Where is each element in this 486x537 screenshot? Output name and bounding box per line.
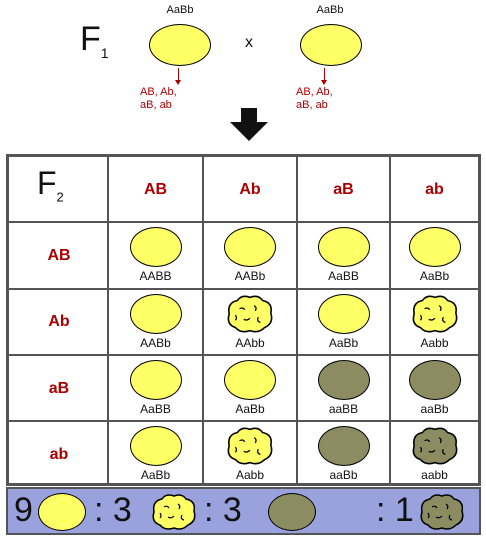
- grid-divider-v3: [296, 157, 298, 483]
- f1-subscript: 1: [100, 44, 109, 61]
- genotype-label: AAbb: [235, 336, 265, 350]
- pea-yellow-wrinkled: [227, 427, 273, 465]
- genotype-label: aaBB: [328, 402, 359, 416]
- gametes-right: AB, Ab, aB, ab: [296, 86, 376, 112]
- pea-yellow-round: [224, 227, 276, 267]
- col-header-4: ab: [425, 181, 444, 198]
- genotype-label: AaBb: [235, 402, 265, 416]
- gamete-arrow-left-head: [175, 80, 181, 85]
- genotype-label: AaBB: [140, 402, 171, 416]
- grid-divider-h3: [9, 354, 478, 356]
- col-header-2: Ab: [239, 181, 261, 198]
- f2-letter: F: [37, 165, 57, 201]
- gametes-left-line2: aB, ab: [140, 99, 172, 111]
- genotype-label: aaBb: [329, 468, 358, 482]
- pea-green-round: [317, 426, 370, 466]
- pea-yellow-round: [317, 294, 370, 334]
- row-header-4: ab: [49, 446, 69, 463]
- col-header-3: aB: [333, 181, 354, 198]
- grid-divider-v1: [107, 157, 109, 483]
- grid-divider-h2: [9, 288, 478, 290]
- parent-right-genotype: AaBb: [316, 4, 344, 16]
- gamete-arrow-right: [324, 68, 325, 82]
- genotype-label: AaBb: [328, 336, 359, 350]
- f2-subscript: 2: [56, 189, 64, 205]
- pea-yellow-round: [317, 227, 370, 267]
- gametes-left-line1: AB, Ab,: [140, 86, 177, 98]
- pea-yellow-wrinkled: [227, 295, 273, 333]
- genotype-label: AABb: [140, 336, 171, 350]
- genotype-label: AABB: [139, 269, 172, 283]
- genotype-label: AaBB: [328, 269, 359, 283]
- genotype-label: aaBb: [420, 402, 449, 416]
- genotype-label: Aabb: [235, 468, 265, 482]
- grid-divider-h4: [9, 420, 478, 422]
- f1-letter: F: [80, 20, 101, 58]
- ratio-pea-yellow-wrinkled: [152, 494, 196, 530]
- pea-yellow-round: [129, 227, 182, 267]
- pea-yellow-round: [129, 360, 182, 400]
- parent-left-pea: [149, 24, 211, 66]
- gamete-arrow-left: [178, 68, 179, 82]
- parent-left-genotype: AaBb: [166, 4, 194, 16]
- gametes-right-line1: AB, Ab,: [296, 86, 333, 98]
- col-header-1: AB: [143, 181, 168, 198]
- grid-divider-v2: [202, 157, 204, 483]
- cross-symbol: x: [245, 34, 253, 51]
- gametes-right-line2: aB, ab: [296, 99, 328, 111]
- genotype-label: AaBb: [419, 269, 450, 283]
- genotype-label: AaBb: [140, 468, 171, 482]
- parent-right-pea: [300, 24, 362, 66]
- pea-yellow-round: [129, 426, 182, 466]
- ratio-pea-green-round: [268, 493, 316, 531]
- down-arrow-icon: [230, 108, 268, 141]
- row-header-1: AB: [47, 247, 71, 264]
- pea-yellow-wrinkled: [412, 295, 457, 333]
- pea-green-wrinkled: [412, 427, 457, 465]
- gametes-left: AB, Ab, aB, ab: [140, 86, 220, 112]
- grid-divider-h1: [9, 221, 478, 223]
- row-header-2: Ab: [48, 313, 70, 330]
- ratio-count-green-round: : 3: [204, 491, 242, 529]
- ratio-pea-green-wrinkled: [420, 494, 464, 530]
- ratio-count-yellow-wrinkled: : 3: [94, 491, 132, 529]
- ratio-count-yellow-round: 9: [14, 491, 33, 529]
- genotype-label: AABb: [234, 269, 266, 283]
- gamete-arrow-right-head: [321, 80, 327, 85]
- f1-label: F1: [80, 20, 109, 61]
- ratio-pea-yellow-round: [38, 493, 86, 531]
- pea-yellow-round: [224, 360, 276, 400]
- phenotype-ratio-bar: 9 : 3 : 3 : 1: [6, 487, 481, 535]
- f2-label: F2: [37, 165, 64, 204]
- genotype-label: Aabb: [420, 336, 449, 350]
- genotype-label: aabb: [421, 468, 448, 482]
- pea-yellow-round: [129, 294, 182, 334]
- pea-green-round: [408, 360, 461, 400]
- pea-green-round: [317, 360, 370, 400]
- ratio-count-green-wrinkled: : 1: [376, 491, 414, 529]
- pea-yellow-round: [408, 227, 461, 267]
- grid-divider-v4: [389, 157, 391, 483]
- row-header-3: aB: [48, 380, 70, 397]
